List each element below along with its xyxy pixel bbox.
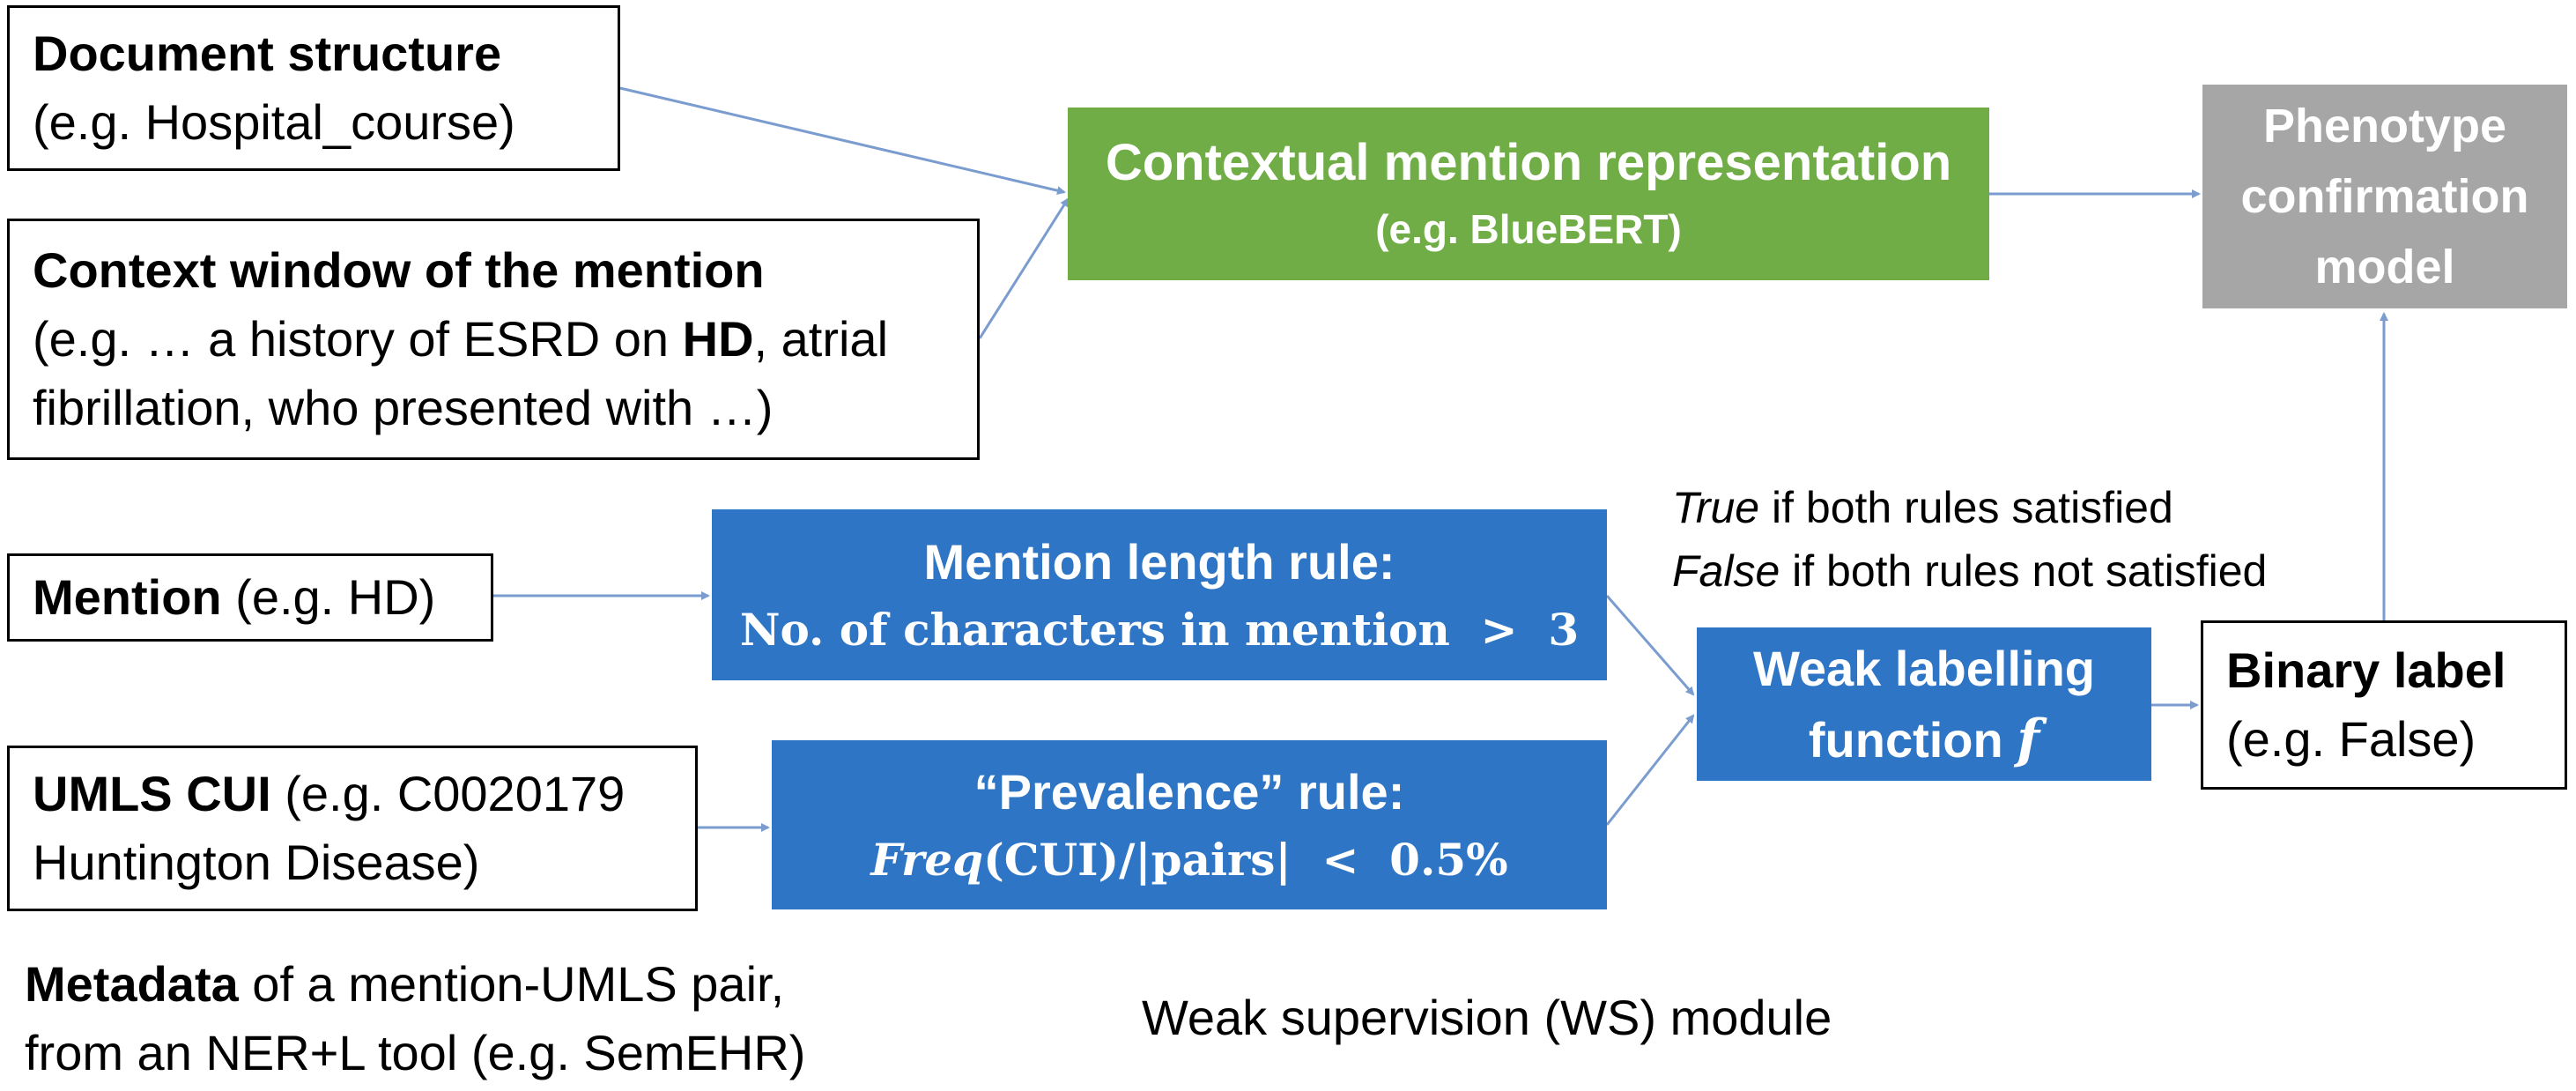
mention-title: Mention (33, 569, 222, 625)
mention-line: Mention (e.g. HD) (33, 563, 435, 632)
context-window-line2: (e.g. … a history of ESRD on HD, atrial (33, 305, 888, 374)
phenotype-confirmation-model-box: Phenotype confirmation model (2202, 85, 2567, 308)
umls-cui-line1: UMLS CUI (e.g. C0020179 (33, 760, 625, 828)
context-window-box: Context window of the mention (e.g. … a … (7, 219, 980, 460)
context-window-line2-post: , atrial (753, 311, 889, 367)
arrow-context-to-contextual (978, 197, 1070, 339)
prevalence-formula-freq: Freq (870, 834, 984, 886)
weak-function-line1: Weak labelling (1753, 640, 2095, 696)
context-window-line2-pre: (e.g. … a history of ESRD on (33, 311, 683, 367)
mention-rule-formula: No. of characters in mention > 3 (739, 604, 1580, 656)
arrow-doc-to-contextual (619, 86, 1066, 196)
context-window-title: Context window of the mention (33, 242, 765, 298)
contextual-example: (e.g. BlueBERT) (1375, 206, 1682, 252)
metadata-caption: Metadata of a mention-UMLS pair, from an… (25, 950, 805, 1087)
prevalence-rule-formula: Freq(CUI)/|pairs| < 0.5% (870, 828, 1507, 893)
binary-label-title: Binary label (2226, 642, 2506, 698)
document-structure-box: Document structure (e.g. Hospital_course… (7, 5, 620, 171)
rules-note-false-rest: if both rules not satisfied (1780, 546, 2268, 596)
metadata-caption-bold: Metadata (25, 956, 239, 1012)
mention-example: (e.g. HD) (221, 569, 436, 625)
document-structure-title: Document structure (33, 26, 502, 81)
arrow-mention-rule-to-function (1605, 595, 1695, 696)
prevalence-formula-rest: (CUI)/|pairs| < 0.5% (983, 834, 1508, 886)
binary-label-example: (e.g. False) (2226, 711, 2476, 767)
mention-length-rule-box: Mention length rule: No. of characters i… (712, 509, 1607, 680)
rules-note-true: True if both rules satisfied (1672, 476, 2267, 539)
rules-note-false-word: False (1672, 546, 1780, 596)
metadata-caption-line2: from an NER+L tool (e.g. SemEHR) (25, 1025, 806, 1080)
metadata-caption-line1: Metadata of a mention-UMLS pair, (25, 950, 805, 1019)
weak-function-symbol: f (2017, 708, 2040, 770)
contextual-title: Contextual mention representation (1105, 134, 1952, 191)
context-window-line3: fibrillation, who presented with …) (33, 380, 774, 435)
rules-note-true-word: True (1672, 483, 1760, 532)
weak-function-line2: function f (1809, 704, 2039, 776)
binary-label-box: Binary label (e.g. False) (2201, 620, 2567, 790)
document-structure-example: (e.g. Hospital_course) (33, 94, 515, 150)
umls-cui-example-line1: (e.g. C0020179 (270, 766, 625, 821)
umls-cui-title: UMLS CUI (33, 766, 271, 821)
prevalence-rule-box: “Prevalence” rule: Freq(CUI)/|pairs| < 0… (772, 740, 1607, 909)
contextual-mention-representation-box: Contextual mention representation (e.g. … (1068, 108, 1989, 280)
rules-note-false: False if both rules not satisfied (1672, 539, 2267, 603)
mention-box: Mention (e.g. HD) (7, 553, 493, 642)
mention-rule-title: Mention length rule: (923, 534, 1395, 590)
metadata-caption-rest: of a mention-UMLS pair, (238, 956, 785, 1012)
weak-function-text: function (1808, 711, 2017, 768)
umls-cui-box: UMLS CUI (e.g. C0020179 Huntington Disea… (7, 746, 698, 911)
phenotype-line2: confirmation (2240, 170, 2529, 223)
ws-module-caption: Weak supervision (WS) module (1142, 990, 1832, 1045)
rules-note-true-rest: if both rules satisfied (1759, 483, 2173, 532)
rules-note: True if both rules satisfied False if bo… (1672, 476, 2267, 603)
umls-cui-example-line2: Huntington Disease) (33, 835, 480, 890)
weak-labelling-function-box: Weak labelling function f (1697, 627, 2151, 781)
arrow-prevalence-to-function (1605, 714, 1695, 826)
phenotype-line3: model (2314, 241, 2455, 293)
context-window-line2-bold: HD (682, 311, 754, 367)
phenotype-line1: Phenotype (2262, 100, 2507, 152)
prevalence-rule-title: “Prevalence” rule: (973, 764, 1405, 820)
